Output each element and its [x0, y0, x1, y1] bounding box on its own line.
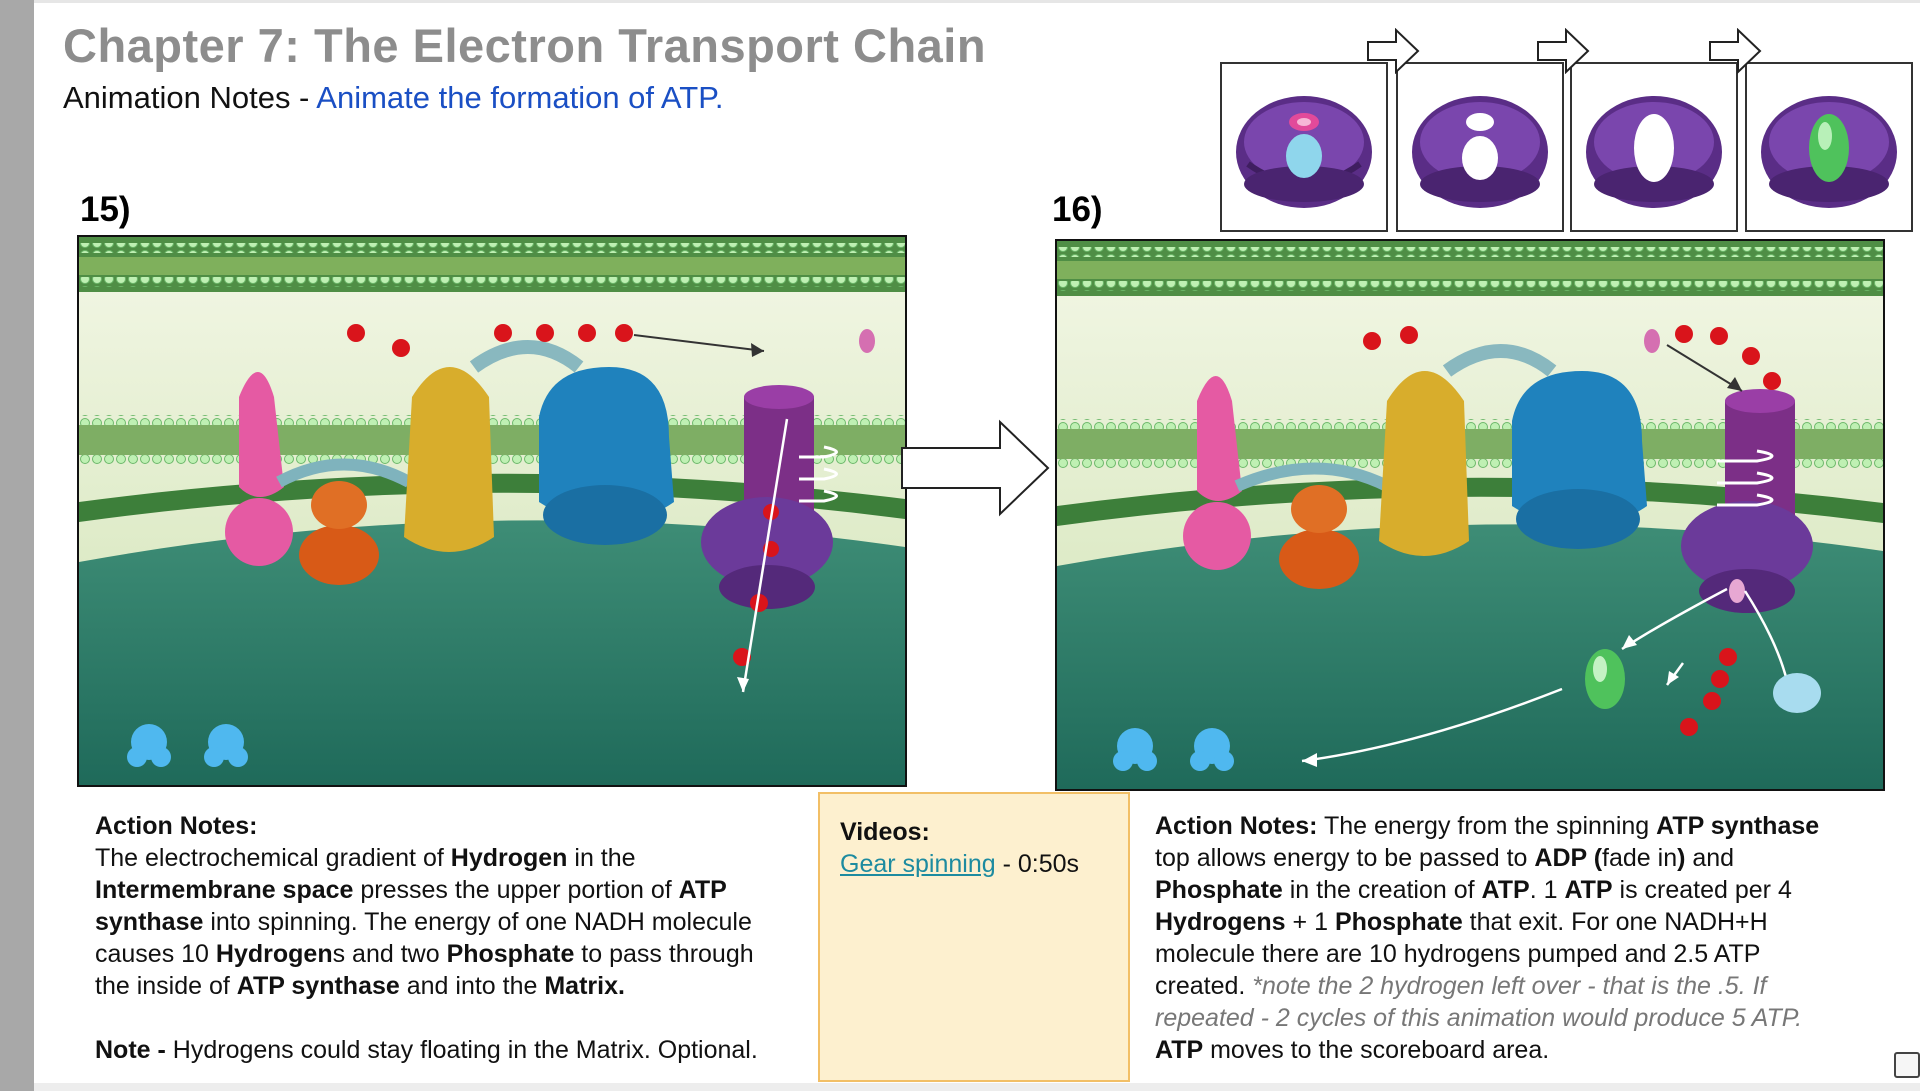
- text-span: causes 10: [95, 940, 216, 968]
- text-span: and into the: [399, 972, 545, 1000]
- left-notes-heading: Action Notes:: [95, 812, 258, 840]
- stage-arrow-icon-3: [1709, 28, 1762, 74]
- right-notes-line-4: Hydrogens + 1 Phosphate that exit. For o…: [1155, 906, 1895, 938]
- text-span: fade in: [1602, 844, 1678, 872]
- left-notes-optional-note: Note - Hydrogens could stay floating in …: [95, 1034, 815, 1066]
- left-notes-line-2: Intermembrane space presses the upper po…: [95, 874, 815, 906]
- text-span: the inside of: [95, 972, 237, 1000]
- text-span: ATP synthase: [1656, 812, 1820, 840]
- text-span: ADP (: [1534, 844, 1603, 872]
- videos-heading: Videos:: [840, 818, 930, 846]
- page-subtitle: Animation Notes - Animate the formation …: [63, 80, 724, 116]
- stage-arrow-icon-2: [1537, 28, 1590, 74]
- text-span: ATP: [678, 876, 727, 904]
- text-span: presses the upper portion of: [353, 876, 679, 904]
- text-span: ATP: [1481, 876, 1530, 904]
- page-title: Chapter 7: The Electron Transport Chain: [63, 19, 987, 72]
- text-span: that exit. For one NADH+H: [1462, 908, 1768, 936]
- text-span: electrochemical gradient: [145, 844, 417, 872]
- right-notes-line-1: Action Notes: The energy from the spinni…: [1155, 810, 1895, 842]
- next-step-arrow-icon: [901, 419, 1050, 517]
- right-action-notes: Action Notes: The energy from the spinni…: [1155, 810, 1895, 1066]
- text-span: The energy from the spinning: [1317, 812, 1657, 840]
- video-duration: - 0:50s: [995, 850, 1080, 878]
- text-span: The: [95, 844, 146, 872]
- stage-arrow-icon-1: [1367, 28, 1420, 74]
- text-span: s and two: [332, 940, 447, 968]
- text-span: ATP synthase: [236, 972, 400, 1000]
- videos-box: Videos: Gear spinning - 0:50s: [818, 792, 1130, 1082]
- text-span: to pass through: [574, 940, 754, 968]
- expand-icon[interactable]: [1894, 1052, 1920, 1078]
- text-span: Phosphate: [1155, 876, 1283, 904]
- text-span: Matrix.: [544, 972, 625, 1000]
- left-notes-line-4: causes 10 Hydrogens and two Phosphate to…: [95, 938, 815, 970]
- left-notes-line-1: The electrochemical gradient of Hydrogen…: [95, 842, 815, 874]
- text-span: ): [1677, 844, 1686, 872]
- right-notes-line-5: molecule there are 10 hydrogens pumped a…: [1155, 940, 1761, 968]
- text-span: into spinning. The energy of one NADH mo…: [203, 908, 752, 936]
- text-span: is created per 4: [1612, 876, 1792, 904]
- text-span: + 1: [1285, 908, 1335, 936]
- subtitle-prefix: Animation Notes -: [63, 80, 317, 115]
- text-span: Hydrogen: [215, 940, 333, 968]
- text-span: ATP: [1155, 1036, 1204, 1064]
- panel-16-label: 16): [1052, 190, 1103, 229]
- bottom-rule: [34, 1083, 1920, 1091]
- text-span: top allows energy to be passed to: [1155, 844, 1535, 872]
- right-notes-line-7: repeated - 2 cycles of this animation wo…: [1155, 1004, 1803, 1032]
- thumb-stage-1: [1220, 62, 1388, 232]
- text-span: Hydrogens: [1155, 908, 1286, 936]
- panel-16-illustration: [1055, 239, 1885, 791]
- subtitle-link[interactable]: Animate the formation of ATP.: [316, 80, 724, 115]
- text-span: in the: [567, 844, 636, 872]
- video-entry: Gear spinning - 0:50s: [840, 850, 1079, 879]
- text-span: Hydrogen: [450, 844, 568, 872]
- text-span: Phosphate: [1334, 908, 1463, 936]
- text-span: moves to the scoreboard area.: [1203, 1036, 1550, 1064]
- text-span: ATP: [1564, 876, 1613, 904]
- text-span: created.: [1155, 972, 1253, 1000]
- panel-15-illustration: [77, 235, 907, 787]
- text-span: in the creation of: [1282, 876, 1482, 904]
- text-span: Phosphate: [446, 940, 575, 968]
- text-span: of: [416, 844, 451, 872]
- top-rule: [34, 0, 1920, 3]
- right-notes-line-6: created. *note the 2 hydrogen left over …: [1155, 970, 1895, 1002]
- panel-15-label: 15): [80, 190, 131, 229]
- right-notes-line-8: ATP moves to the scoreboard area.: [1155, 1034, 1895, 1066]
- right-notes-heading: Action Notes:: [1155, 812, 1318, 840]
- gear-spinning-video-link[interactable]: Gear spinning: [840, 850, 996, 878]
- thumb-stage-3: [1570, 62, 1738, 232]
- text-span: . 1: [1529, 876, 1565, 904]
- left-notes-line-3: synthase into spinning. The energy of on…: [95, 906, 815, 938]
- text-span: and: [1685, 844, 1735, 872]
- text-span: synthase: [95, 908, 204, 936]
- left-notes-line-5: the inside of ATP synthase and into the …: [95, 970, 815, 1002]
- leftover-note: *note the 2 hydrogen left over - that is…: [1252, 972, 1767, 1000]
- right-notes-line-2: top allows energy to be passed to ADP (f…: [1155, 842, 1895, 874]
- left-action-notes: Action Notes: The electrochemical gradie…: [95, 810, 815, 1066]
- note-label: Note -: [95, 1036, 173, 1064]
- thumb-stage-4: [1745, 62, 1913, 232]
- right-notes-line-3: Phosphate in the creation of ATP. 1 ATP …: [1155, 874, 1895, 906]
- left-margin-strip: [0, 0, 34, 1091]
- note-text: Hydrogens could stay floating in the Mat…: [172, 1036, 758, 1064]
- text-span: Intermembrane space: [95, 876, 354, 904]
- thumb-stage-2: [1396, 62, 1564, 232]
